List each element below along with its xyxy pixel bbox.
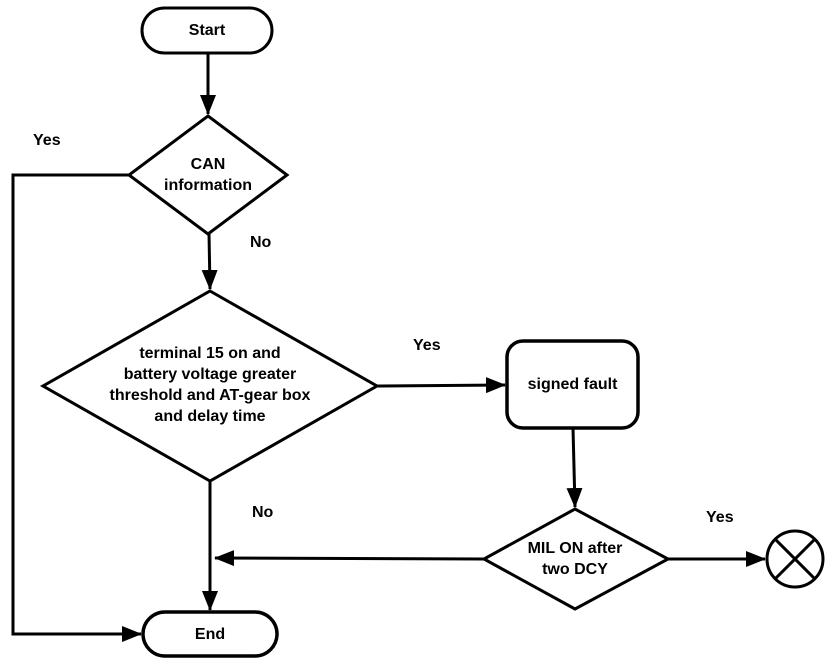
- end-node: [141, 610, 279, 658]
- edge-can-yes-to-end: [11, 173, 142, 642]
- condition-decision: [39, 289, 381, 483]
- signed-fault-node: [505, 339, 640, 430]
- start-node: [140, 6, 274, 55]
- edge-can-no-to-condition: [201, 232, 218, 290]
- can-information-decision: [126, 114, 290, 236]
- edge-signed-fault-to-mil: [566, 427, 583, 508]
- mil-on-decision: [480, 507, 672, 611]
- offpage-connector-circle-x-icon: [765, 529, 825, 589]
- edge-mil-no-to-end-line: [214, 550, 485, 567]
- edge-condition-yes-to-signed-fault: [376, 377, 506, 394]
